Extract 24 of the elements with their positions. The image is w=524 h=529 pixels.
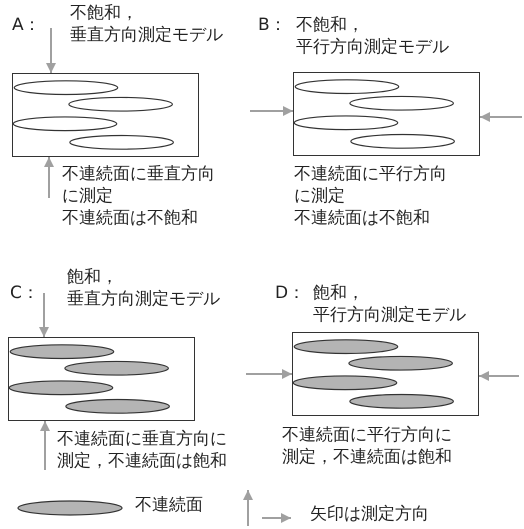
caption-text: 不連続面に平行方向に測定，不連続面は飽和 — [282, 424, 452, 468]
panel-letter: A： — [12, 14, 41, 36]
legend-text: 不連続面 — [135, 494, 203, 516]
panel-letter: C： — [10, 282, 39, 304]
measurement-arrow — [480, 112, 522, 122]
measurement-arrow — [39, 293, 49, 337]
caption-text: 不連続面は不飽和 — [294, 207, 430, 229]
measurement-arrow — [246, 369, 292, 379]
caption-text: 不連続面は不飽和 — [62, 207, 198, 229]
caption-text: 不飽和，平行方向測定モデル — [296, 14, 449, 58]
legend-text: 矢印は測定方向 — [310, 503, 429, 525]
measurement-arrow — [479, 371, 519, 381]
caption-text: 不連続面に平行方向に測定 — [294, 163, 447, 207]
measurement-arrow — [44, 157, 54, 198]
caption-text: 飽和，平行方向測定モデル — [313, 282, 466, 326]
caption-text: 不連続面に垂直方向に測定，不連続面は飽和 — [57, 428, 227, 472]
caption-text: 不連続面に垂直方向に測定 — [62, 163, 215, 207]
measurement-arrow — [250, 106, 293, 116]
measurement-arrow — [40, 421, 50, 470]
panel-letter: B： — [258, 14, 287, 36]
caption-text: 飽和，垂直方向測定モデル — [67, 266, 220, 310]
measurement-arrow — [46, 28, 56, 73]
panel-letter: D： — [275, 282, 306, 304]
caption-text: 不飽和，垂直方向測定モデル — [70, 2, 223, 46]
